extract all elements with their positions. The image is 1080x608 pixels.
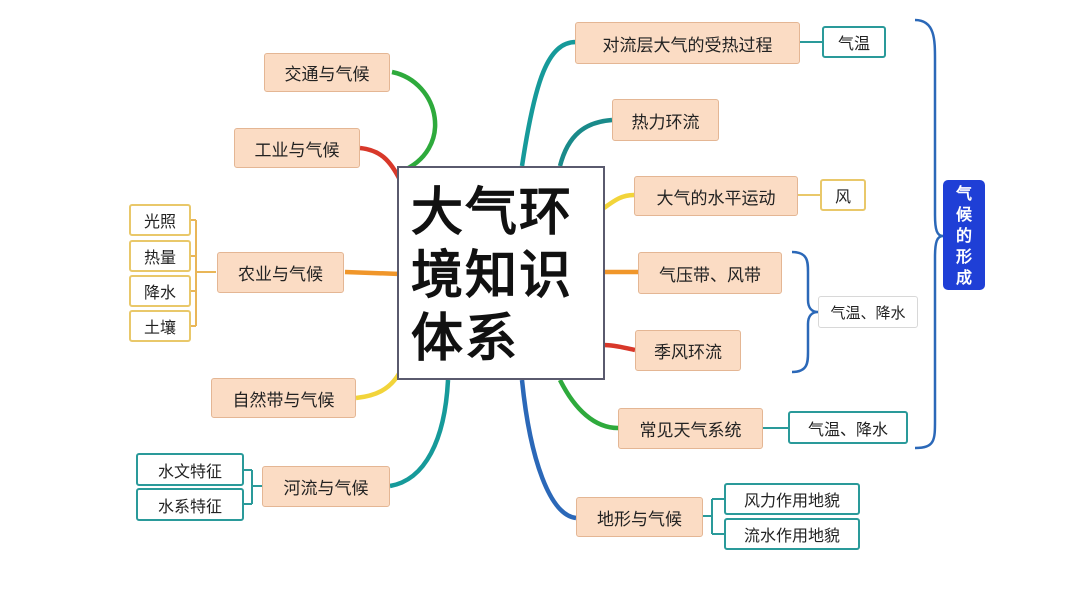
node-natural-zone[interactable]: 自然带与气候 [211,378,356,418]
link-terrain-leaves [703,498,724,535]
connector-heating [519,39,577,167]
link-agri-factors [190,219,216,327]
leaf-heat[interactable]: 热量 [129,240,191,272]
node-horizontal-motion[interactable]: 大气的水平运动 [634,176,798,216]
central-topic-title: 大气环 境知识 体系 [411,183,574,369]
connector-monsoon [603,342,636,353]
node-terrain[interactable]: 地形与气候 [576,497,703,537]
central-topic: 大气环 境知识 体系 [397,166,605,380]
leaf-aeolian-landforms[interactable]: 风力作用地貌 [724,483,860,515]
brace-climate-formation [914,18,944,450]
node-pressure-wind-belts[interactable]: 气压带、风带 [638,252,782,294]
connector-weather [557,378,619,431]
connector-terrain [519,379,577,521]
leaf-sunlight[interactable]: 光照 [129,204,191,236]
node-monsoon[interactable]: 季风环流 [635,330,741,371]
connector-transport [391,69,438,175]
connector-horizontal [602,192,635,210]
node-thermal-circulation[interactable]: 热力环流 [612,99,719,141]
node-agriculture[interactable]: 农业与气候 [217,252,344,293]
leaf-temperature[interactable]: 气温 [822,26,886,58]
leaf-temp-precip-1[interactable]: 气温、降水 [818,296,918,328]
node-weather-systems[interactable]: 常见天气系统 [618,408,763,449]
connector-industry [359,145,403,182]
climate-formation-label[interactable]: 气候的形成 [943,180,985,290]
brace-pressure-monsoon [791,250,819,374]
connector-agriculture [344,269,401,277]
node-transport[interactable]: 交通与气候 [264,53,390,92]
leaf-drainage[interactable]: 水系特征 [136,488,244,521]
leaf-wind[interactable]: 风 [820,179,866,211]
leaf-fluvial-landforms[interactable]: 流水作用地貌 [724,518,860,550]
connector-natural-zone [355,370,402,401]
link-river-factors [244,469,262,505]
leaf-temp-precip-2[interactable]: 气温、降水 [788,411,908,444]
leaf-hydrology[interactable]: 水文特征 [136,453,244,486]
connector-thermal [557,117,613,167]
connector-river [389,379,451,489]
leaf-soil[interactable]: 土壤 [129,310,191,342]
node-heating-process[interactable]: 对流层大气的受热过程 [575,22,800,64]
node-river[interactable]: 河流与气候 [262,466,390,507]
node-industry[interactable]: 工业与气候 [234,128,360,168]
leaf-precipitation[interactable]: 降水 [129,275,191,307]
